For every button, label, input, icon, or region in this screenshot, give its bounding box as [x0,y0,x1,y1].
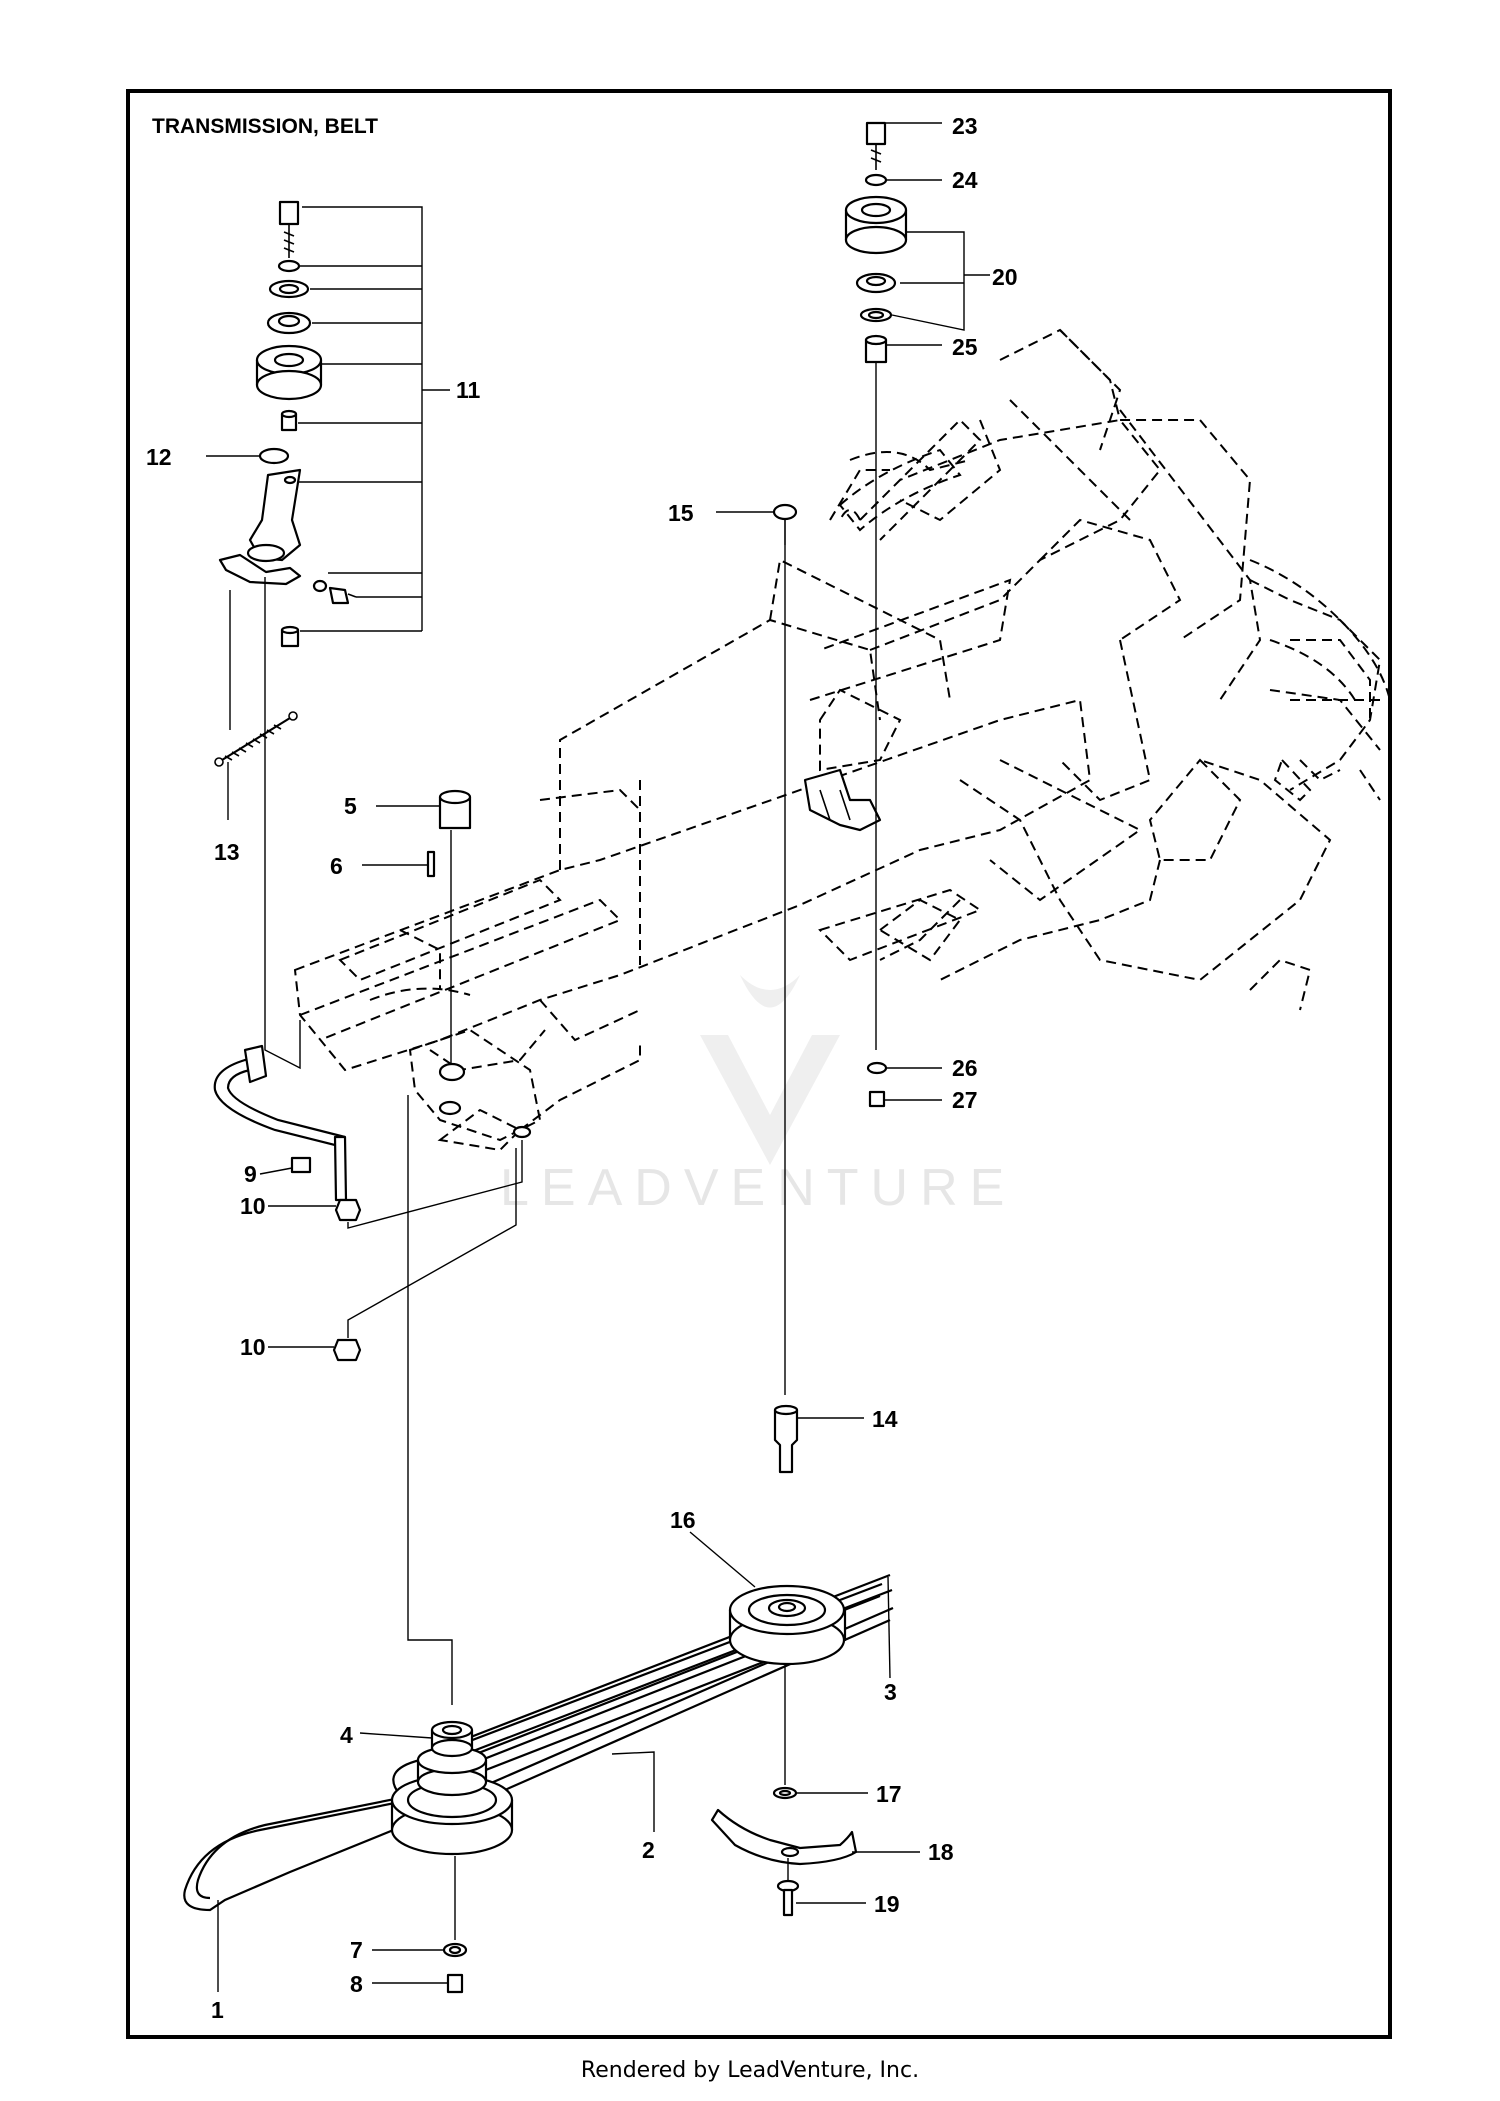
callout-27: 27 [952,1087,978,1113]
engine-pulley [359,1720,514,1856]
callout-2: 2 [642,1837,655,1863]
tractor-frame-phantom [293,328,1382,1152]
guard-bolt [776,1858,866,1917]
callout-6: 6 [330,853,343,879]
pulley-washer [372,1856,468,1958]
callout-24: 24 [952,167,978,193]
callout-7: 7 [350,1937,363,1963]
callout-15: 15 [668,500,694,526]
mounting-bracket [803,768,882,832]
transmission-housing [408,1028,542,1142]
callout-10-lower: 10 [240,1334,266,1360]
callout-18: 18 [928,1839,954,1865]
center-bolt [716,503,798,1395]
frame-tube-right [1249,559,1391,802]
roll-pin [362,850,436,878]
callout-1: 1 [211,1997,224,2023]
diagram-frame [126,89,1392,2039]
callout-23: 23 [952,113,978,139]
callout-5: 5 [344,793,357,819]
callout-8: 8 [350,1971,363,1997]
leadventure-watermark: LEADVENTURE [500,975,1016,1217]
callout-11: 11 [456,377,481,403]
callout-19: 19 [874,1891,900,1917]
snap-ring [206,447,290,465]
callout-12: 12 [146,444,172,470]
footer-credit: Rendered by LeadVenture, Inc. [580,2058,920,2083]
spacer [376,789,472,830]
callout-25: 25 [952,334,978,360]
pulley-bolt [372,1973,464,1994]
arm-link [264,577,301,1070]
hex-nut-upper [268,1140,523,1229]
belt-3 [887,1576,891,1679]
callout-17: 17 [876,1781,902,1807]
callout-13: 13 [214,839,240,865]
callout-4: 4 [340,1722,353,1748]
belt-guard-washer [772,1665,868,1800]
callout-20: 20 [992,264,1018,290]
extension-spring [214,711,298,820]
right-idler-assembly [844,121,990,1108]
transmission-pulley [689,1531,847,1666]
pulley-link-line [407,1095,453,1705]
svg-text:LEADVENTURE: LEADVENTURE [500,1159,1016,1217]
callout-26: 26 [952,1055,978,1081]
pulley-spacer [773,1404,864,1474]
callout-3: 3 [884,1679,897,1705]
callout-9: 9 [244,1161,257,1187]
frame-tube-left [838,448,962,532]
callout-16: 16 [670,1507,696,1533]
idler-assembly [218,200,450,648]
hex-nut-lower [268,1148,517,1362]
shift-rod [213,1044,348,1202]
diagram-title: TRANSMISSION, BELT [152,115,378,138]
callout-10-upper: 10 [240,1193,266,1219]
belt-guard [710,1808,920,1866]
callout-14: 14 [872,1406,898,1432]
